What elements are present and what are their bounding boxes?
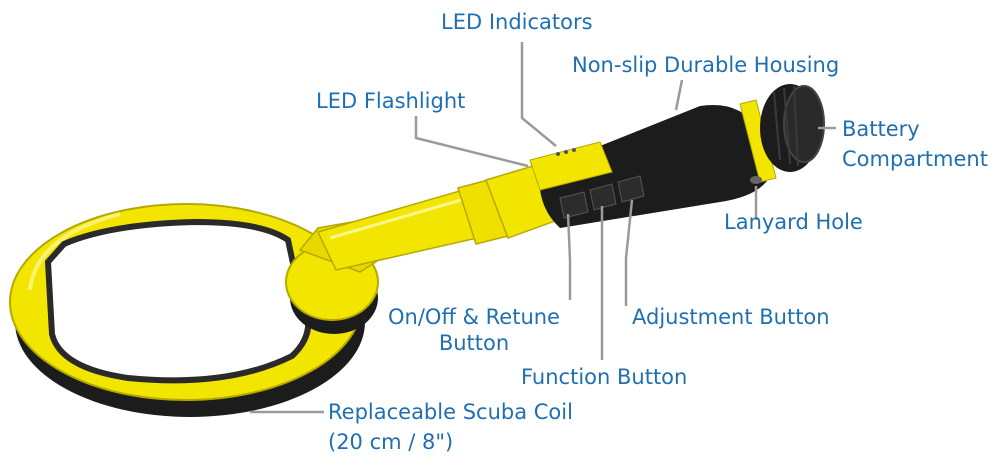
label-scuba-coil-line1: Replaceable Scuba Coil <box>328 400 573 424</box>
battery-cap-face <box>783 85 825 163</box>
label-lanyard-hole: Lanyard Hole <box>724 210 863 234</box>
leader-adjustment <box>624 199 634 306</box>
button-adjustment <box>617 175 645 203</box>
battery-cap-ridges <box>773 85 799 167</box>
label-adjustment-button: Adjustment Button <box>632 305 830 329</box>
button-function <box>589 183 617 211</box>
leader-led-flashlight <box>414 116 529 168</box>
label-battery-compartment: Battery Compartment <box>842 116 988 172</box>
coil-opening <box>44 218 312 384</box>
button-on-off <box>559 191 589 219</box>
leader-non-slip-housing <box>674 79 684 111</box>
leader-lines <box>250 42 836 414</box>
label-non-slip-housing: Non-slip Durable Housing <box>572 53 840 77</box>
label-led-indicators: LED Indicators <box>441 10 593 34</box>
grip-buttons <box>559 175 645 219</box>
label-on-off-line1: On/Off & Retune <box>388 305 560 329</box>
label-battery-line1: Battery <box>842 117 920 141</box>
label-function-button: Function Button <box>521 365 688 389</box>
coil-highlight <box>28 212 121 291</box>
label-battery-line2: Compartment <box>842 147 988 171</box>
label-scuba-coil-line2: (20 cm / 8") <box>328 430 454 454</box>
handle <box>485 99 777 239</box>
led-housing <box>529 141 613 191</box>
scuba-coil <box>9 203 365 417</box>
grip-yellow-stripe <box>739 99 777 183</box>
led-indicator-dots <box>556 148 576 156</box>
battery-cap <box>760 84 825 172</box>
label-led-flashlight: LED Flashlight <box>316 89 466 113</box>
label-on-off-retune: On/Off & Retune Button <box>380 304 568 356</box>
leader-led-indicators <box>520 42 557 147</box>
label-scuba-coil: Replaceable Scuba Coil (20 cm / 8") <box>328 399 573 455</box>
lanyard-hole <box>750 176 762 184</box>
shaft-highlight <box>329 196 469 240</box>
probe-shaft <box>316 187 487 271</box>
leader-on-off <box>566 213 572 300</box>
label-on-off-line2: Button <box>438 331 510 355</box>
